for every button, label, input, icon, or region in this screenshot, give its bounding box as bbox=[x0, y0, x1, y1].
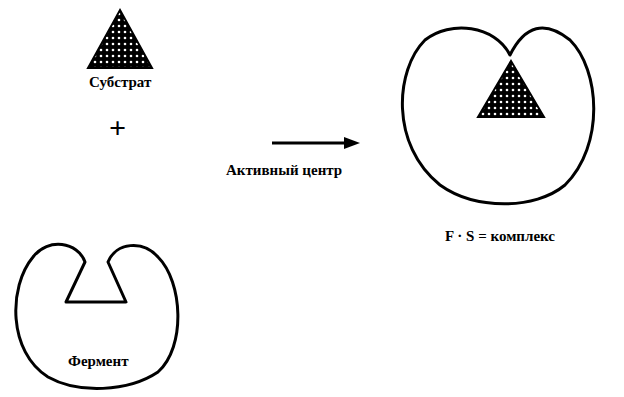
node-label: F · S = комплекс bbox=[445, 227, 555, 245]
active-center-label: Активный центр bbox=[226, 161, 342, 179]
enzyme-shape: Фермент bbox=[8, 232, 188, 394]
arrow-head bbox=[344, 137, 360, 149]
enzyme-substrate-complex: F · S = комплекс bbox=[390, 15, 605, 255]
node-label: Субстрат bbox=[89, 73, 151, 91]
plus-sign: + bbox=[109, 110, 126, 146]
reaction-arrow bbox=[272, 142, 346, 145]
enzyme-substrate-complex-outline bbox=[390, 15, 605, 255]
enzyme-shape-outline bbox=[8, 232, 188, 394]
node-label: Фермент bbox=[68, 352, 129, 370]
substrate-triangle: Субстрат bbox=[80, 5, 160, 100]
